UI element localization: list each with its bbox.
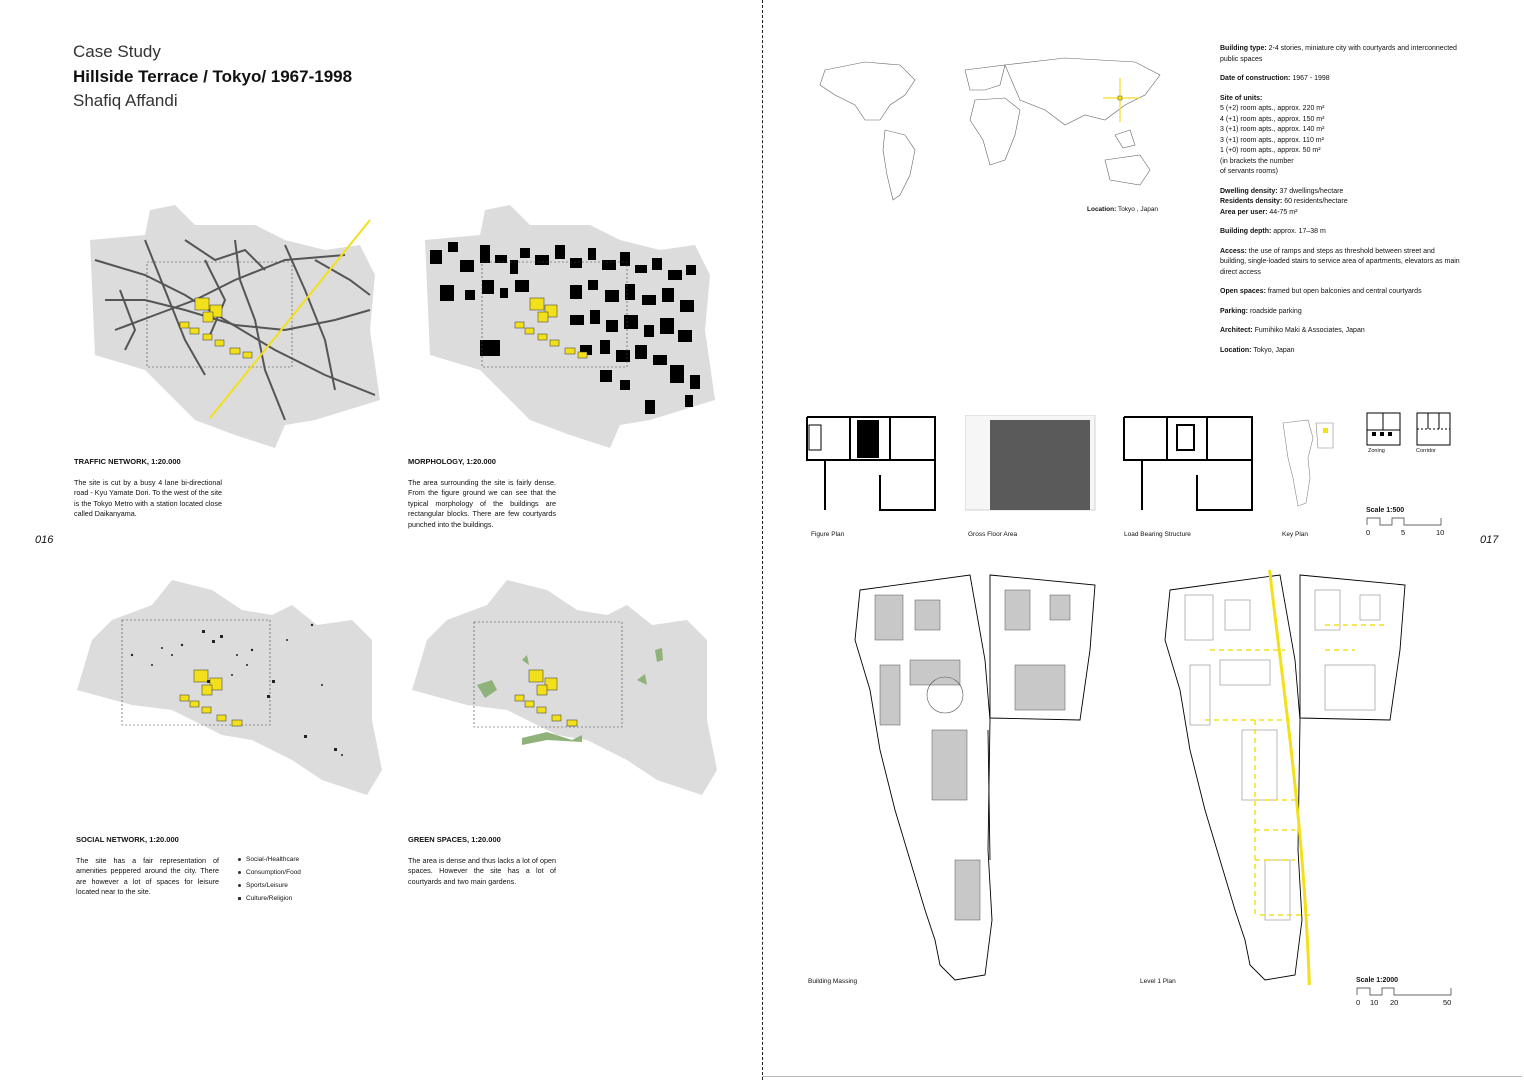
scale-500-tick-0: 0 [1366,528,1371,537]
corridor-diagram [1416,412,1451,446]
building-massing-label: Building Massing [808,978,858,985]
legend-item: Social-/Healthcare [238,853,301,866]
gross-floor-label: Gross Floor Area [968,531,1018,538]
social-map [77,580,382,795]
scale-2000-tick-2: 20 [1390,998,1399,1007]
scale-2000-tick-1: 10 [1370,998,1379,1007]
social-text: The site has a fair representation of am… [76,856,219,897]
header-case-study: Case Study [73,42,161,61]
scale-2000-tick-0: 0 [1356,998,1361,1007]
project-info: Building type: 2-4 stories, miniature ci… [1220,45,1460,354]
header-author: Shafiq Affandi [73,91,178,110]
world-map [819,57,1161,201]
building-massing-plan [854,574,1096,981]
scale-2000-label: Scale 1:2000 [1356,977,1399,984]
morphology-map [425,205,715,448]
scale-500-label: Scale 1:500 [1366,507,1405,514]
gross-floor-area-plan [965,415,1096,511]
green-text: The area is dense and thus lacks a lot o… [408,856,556,886]
morphology-text: The area surrounding the site is fairly … [408,478,556,529]
location-label: Location: Tokyo , Japan [1087,206,1159,213]
page-number-left: 016 [35,534,54,546]
traffic-map [90,205,380,448]
header-title: Hillside Terrace / Tokyo/ 1967-1998 [73,67,353,86]
legend-item: Consumption/Food [238,866,301,879]
level-1-label: Level 1 Plan [1140,978,1176,985]
traffic-text: The site is cut by a busy 4 lane bi-dire… [74,478,222,519]
page-bottom-rule [762,1076,1522,1077]
corridor-label: Corridor [1416,448,1436,454]
page-number-right: 017 [1480,534,1499,546]
green-caption: GREEN SPACES, 1:20.000 [408,835,501,844]
zoning-diagram [1366,412,1401,446]
legend-item: Culture/Religion [238,892,301,905]
load-bearing-label: Load Bearing Structure [1124,531,1191,538]
figure-plan-label: Figure Plan [811,531,845,538]
traffic-caption: TRAFFIC NETWORK, 1:20.000 [74,457,181,466]
zoning-label: Zoning [1368,448,1385,454]
figure-plan [806,416,936,511]
scale-500-bar [1366,517,1442,526]
scale-2000-tick-3: 50 [1443,998,1452,1007]
social-legend: Social-/Healthcare Consumption/Food Spor… [238,853,301,905]
social-caption: SOCIAL NETWORK, 1:20.000 [76,835,179,844]
green-map [412,580,717,795]
scale-2000-bar [1356,987,1452,996]
level-1-plan [1164,570,1406,985]
key-plan [1282,419,1334,507]
scale-500-tick-1: 5 [1401,528,1406,537]
key-plan-label: Key Plan [1282,531,1309,538]
scale-500-tick-2: 10 [1436,528,1445,537]
load-bearing-plan [1123,416,1253,511]
legend-item: Sports/Leisure [238,879,301,892]
morphology-caption: MORPHOLOGY, 1:20.000 [408,457,496,466]
page-divider [762,0,763,1080]
